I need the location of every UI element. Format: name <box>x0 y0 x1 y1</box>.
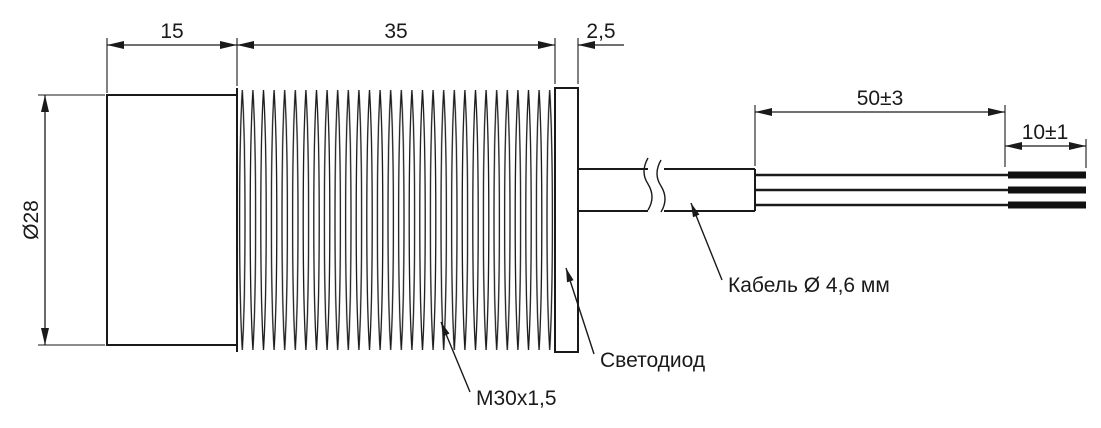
dim-10-value: 10±1 <box>1022 121 1069 144</box>
led-label: Светодиод <box>600 349 705 372</box>
thread-section <box>237 88 555 352</box>
callout-led: Светодиод <box>565 267 705 372</box>
dimension-2-5: 2,5 <box>578 20 624 49</box>
cable-spec-label: Кабель Ø 4,6 мм <box>728 274 890 297</box>
stripped-wire-middle <box>1008 186 1086 194</box>
callout-thread: М30х1,5 <box>440 321 557 410</box>
cable-break-curve-left <box>643 157 653 211</box>
dim-dia-value: Ø28 <box>20 200 43 240</box>
dim-35-value: 35 <box>384 20 407 43</box>
front-flange <box>554 87 579 353</box>
thread-leader-line <box>440 321 471 393</box>
thread-spec-label: М30х1,5 <box>476 387 557 410</box>
dimension-10: 10±1 <box>1005 121 1086 150</box>
wires <box>755 171 1086 209</box>
callout-cable: Кабель Ø 4,6 мм <box>690 202 890 297</box>
dim-2-5-value: 2,5 <box>586 20 615 43</box>
stripped-wire-bottom <box>1008 201 1086 209</box>
stripped-wire-top <box>1008 171 1086 179</box>
cable-leader-line <box>690 202 723 281</box>
dimension-15: 15 <box>107 20 237 49</box>
sensor-body <box>106 94 238 346</box>
dim-15-value: 15 <box>160 20 183 43</box>
dim-50-value: 50±3 <box>857 87 904 110</box>
dimension-35: 35 <box>237 20 555 49</box>
dimension-diameter-28: Ø28 <box>20 95 49 345</box>
cable-break-curve-right <box>656 159 666 213</box>
led-leader-line <box>565 267 595 355</box>
dimension-50: 50±3 <box>755 87 1005 116</box>
cable <box>578 157 756 213</box>
sensor-geometry <box>106 87 1086 353</box>
